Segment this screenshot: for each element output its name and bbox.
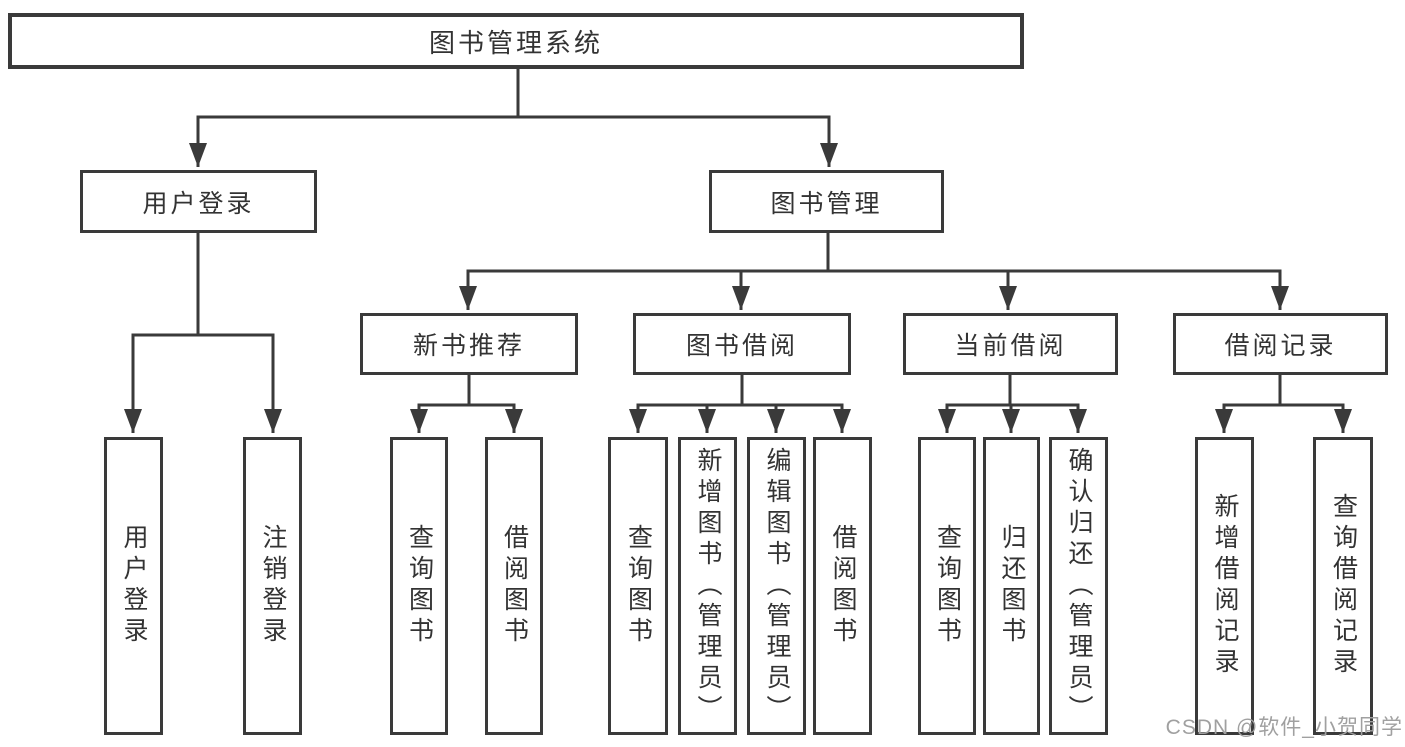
node-book-management: 图书管理	[709, 170, 944, 233]
node-current-borrowing: 当前借阅	[903, 313, 1118, 375]
leaf-records-query-borrow-record: 查询借阅记录	[1313, 437, 1373, 735]
leaf-current-confirm-return-admin: 确认归还（管理员）	[1049, 437, 1108, 735]
leaf-current-return-books: 归还图书	[983, 437, 1040, 735]
node-book-borrowing: 图书借阅	[633, 313, 851, 375]
leaf-newrec-borrow-books: 借阅图书	[485, 437, 543, 735]
leaf-logout: 注销登录	[243, 437, 302, 735]
leaf-records-add-borrow-record: 新增借阅记录	[1195, 437, 1254, 735]
connector-root-to-level2	[189, 69, 838, 167]
connector-current-borrowing-to-leaves	[938, 375, 1087, 433]
leaf-user-login: 用户登录	[104, 437, 163, 735]
connector-borrowing-records-to-leaves	[1215, 375, 1352, 433]
csdn-watermark: CSDN @软件_小贺同学	[1165, 716, 1403, 739]
node-library-management-system: 图书管理系统	[8, 13, 1024, 69]
node-borrowing-records: 借阅记录	[1173, 313, 1388, 375]
connector-book-management-to-level3	[459, 233, 1289, 310]
leaf-borrowing-edit-books-admin: 编辑图书（管理员）	[747, 437, 806, 735]
leaf-borrowing-query-books: 查询图书	[608, 437, 668, 735]
connector-book-borrowing-to-leaves	[629, 375, 851, 433]
leaf-borrowing-borrow-books: 借阅图书	[813, 437, 872, 735]
connector-user-login-to-leaves	[124, 233, 282, 433]
leaf-newrec-query-books: 查询图书	[390, 437, 448, 735]
node-user-login: 用户登录	[80, 170, 317, 233]
node-new-book-recommendation: 新书推荐	[360, 313, 578, 375]
leaf-borrowing-add-books-admin: 新增图书（管理员）	[678, 437, 737, 735]
leaf-current-query-books: 查询图书	[918, 437, 976, 735]
connector-new-book-to-leaves	[410, 375, 523, 433]
